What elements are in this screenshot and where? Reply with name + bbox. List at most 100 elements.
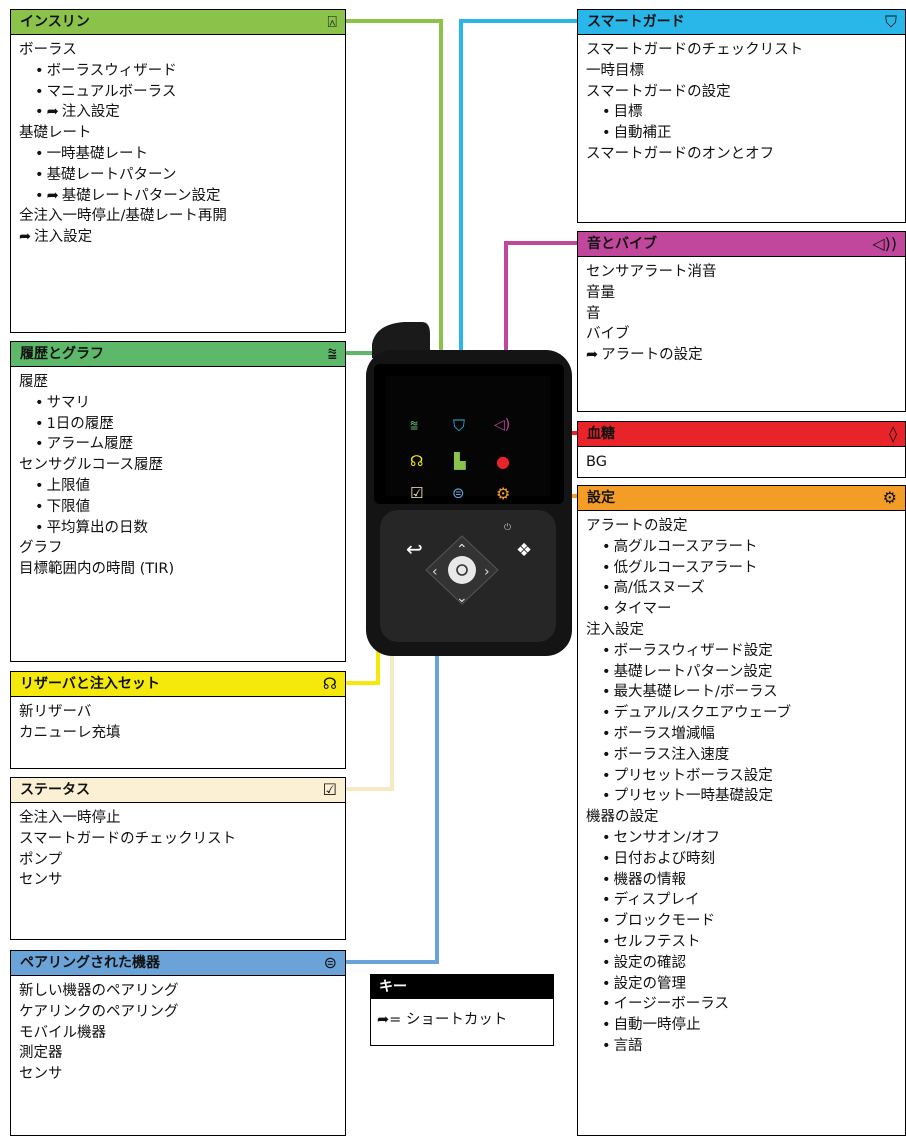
pump-top-cap [372,322,430,358]
panel-paired: ペアリングされた機器⊜新しい機器のペアリングケアリンクのペアリングモバイル機器測… [10,950,346,1136]
list-item: •ボーラスウィザード [19,61,345,82]
list-item: •基礎レートパターン [19,165,345,186]
list-item: 音 [586,304,905,325]
sound-header: 音とバイブ◁)) [578,232,905,257]
bullet-icon: • [602,850,611,867]
list-item-label: BG [586,454,607,470]
checkbox-icon: ☑ [322,780,337,799]
list-item-label: モバイル機器 [19,1024,106,1041]
list-item: •ボーラス増減幅 [586,724,905,745]
screen-icon-drop: ● [496,452,510,471]
bullet-icon: • [602,538,611,555]
list-item-label: 設定の確認 [613,954,687,971]
list-item: •言語 [586,1036,905,1057]
list-item-label: 自動補正 [613,125,672,142]
bullet-icon: • [602,996,611,1013]
menu-button-icon: ❖ [516,540,532,561]
shortcut-arrow-icon: ➦ [46,187,59,204]
list-item: •センサオン/オフ [586,828,905,849]
bullet-icon: • [602,933,611,950]
list-item-label: プリセット一時基礎設定 [613,788,774,805]
list-item-label: 音量 [586,284,615,301]
bullet-icon: • [35,394,44,411]
insulin-header: インスリン⍓ [11,10,345,35]
list-item: •プリセットボーラス設定 [586,766,905,787]
list-item-label: ボーラス [19,42,77,58]
list-item-label: センサ [19,872,63,889]
bullet-icon: • [602,788,611,805]
bullet-icon: • [602,746,611,763]
screen-icon-graph: ⩰ [410,418,419,434]
list-item-label: 測定器 [19,1045,63,1062]
key-body: ➦= ショートカット [371,999,553,1029]
list-item-label: デュアル/スクエアウェーブ [613,705,792,722]
bullet-icon: • [35,187,44,204]
list-item-label: ディスプレイ [613,892,700,909]
legend-key: キー ➦= ショートカット [370,974,554,1046]
panel-status: ステータス☑全注入一時停止スマートガードのチェックリストポンプセンサ [10,777,346,940]
settings-header: 設定⚙ [578,486,905,511]
list-item-label: 機器の情報 [613,871,687,888]
status-items: 全注入一時停止スマートガードのチェックリストポンプセンサ [11,803,345,891]
list-item-label: 注入設定 [586,621,644,638]
list-item: センサアラート消音 [586,262,905,283]
list-item: •日付および時刻 [586,849,905,870]
svg-text:⏻: ⏻ [504,522,511,533]
sound-title: 音とバイブ [587,236,657,252]
panel-reservoir: リザーバと注入セット☊新リザーバカニューレ充填 [10,671,346,769]
list-item: ➦アラートの設定 [586,345,905,366]
list-item: スマートガードの設定 [586,82,905,103]
list-item-label: ケアリンクのペアリング [19,1003,179,1020]
list-item-label: 平均算出の日数 [46,519,149,536]
settings-title: 設定 [587,490,615,506]
list-item-label: 新リザーバ [19,704,92,720]
screen-icon-wireless: ⊜ [452,484,465,502]
list-item-label: センサアラート消音 [586,264,717,280]
list-item-label: 上限値 [46,477,91,494]
list-item: 一時目標 [586,61,905,82]
list-item-label: センサオン/オフ [613,829,720,846]
list-item-label: ボーラス増減幅 [613,725,715,742]
paired-header: ペアリングされた機器⊜ [11,951,345,976]
list-item-label: センサグルコース履歴 [19,457,163,474]
bg-items: BG [578,447,905,473]
bullet-icon: • [602,1037,611,1054]
list-item-label: マニュアルボーラス [46,83,177,100]
list-item: •上限値 [19,476,345,497]
bullet-icon: • [35,62,44,79]
down-arrow-icon: ⌄ [456,590,468,606]
list-item-label: 低グルコースアラート [613,559,758,576]
list-item-label: ポンプ [19,851,63,868]
list-item-label: 基礎レート [19,125,92,142]
list-item-label: 注入設定 [61,104,120,121]
list-item-label: ボーラスウィザード設定 [613,642,773,659]
list-item: 全注入一時停止 [19,808,345,829]
list-item-label: 基礎レートパターン [46,166,177,183]
list-item: モバイル機器 [19,1023,345,1044]
list-item: ➦注入設定 [19,227,345,248]
list-item-label: 基礎レートパターン設定 [613,663,773,680]
bullet-icon: • [602,125,611,142]
list-item: 新リザーバ [19,702,345,723]
list-item: •低グルコースアラート [586,558,905,579]
list-item: •高グルコースアラート [586,537,905,558]
list-item: ケアリンクのペアリング [19,1002,345,1023]
blood-drop-icon: ◊ [889,424,897,443]
list-item: •自動一時停止 [586,1015,905,1036]
list-item: 基礎レート [19,123,345,144]
list-item-label: センサ [19,1066,63,1083]
list-item-label: 言語 [613,1037,643,1054]
list-item: バイブ [586,324,905,345]
list-item: •自動補正 [586,123,905,144]
bullet-icon: • [602,913,611,930]
list-item: •機器の情報 [586,870,905,891]
bullet-icon: • [602,601,611,618]
sound-connector [504,241,578,398]
bg-header: 血糖◊ [578,422,905,447]
key-text: = ショートカット [389,1012,508,1028]
list-item-label: 全注入一時停止 [19,810,121,826]
insulin-vial-icon: ⍓ [327,12,337,31]
list-item: 目標範囲内の時間 (TIR) [19,559,345,580]
bullet-icon: • [35,83,44,100]
list-item-label: サマリ [46,394,91,411]
